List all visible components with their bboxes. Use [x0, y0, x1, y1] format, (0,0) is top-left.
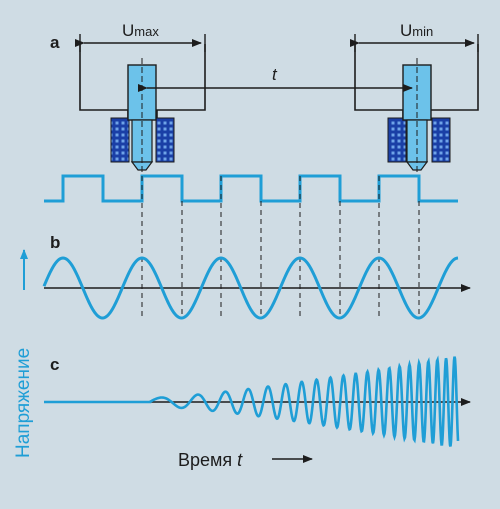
- panel-label-c: c: [50, 355, 59, 374]
- sensor-right: [354, 44, 479, 175]
- x-axis-label: Время t: [178, 450, 313, 470]
- panel-label-b: b: [50, 233, 60, 252]
- svg-text:Umax: Umax: [122, 21, 159, 40]
- dimension-umin: Umin: [350, 21, 479, 52]
- svg-text:Время t: Время t: [178, 450, 243, 470]
- umax-subscript: max: [134, 24, 159, 39]
- y-axis-label: Напряжение: [13, 249, 34, 458]
- dimension-umax: Umax: [75, 21, 206, 52]
- square-wave: [44, 174, 458, 203]
- y-axis-text: Напряжение: [13, 348, 34, 458]
- t-label: t: [272, 65, 278, 84]
- umax-label: U: [122, 21, 134, 40]
- umin-subscript: min: [412, 24, 433, 39]
- sensor-left: [79, 44, 206, 175]
- sine-wave: [42, 256, 459, 320]
- chirp-wave: [44, 355, 460, 447]
- svg-text:Umin: Umin: [400, 21, 433, 40]
- umin-label: U: [400, 21, 412, 40]
- dimension-t: t: [138, 65, 413, 92]
- guide-lines: [141, 176, 420, 318]
- x-axis-var: t: [237, 450, 243, 470]
- panel-label-a: a: [50, 33, 60, 52]
- x-axis-text: Время: [178, 450, 232, 470]
